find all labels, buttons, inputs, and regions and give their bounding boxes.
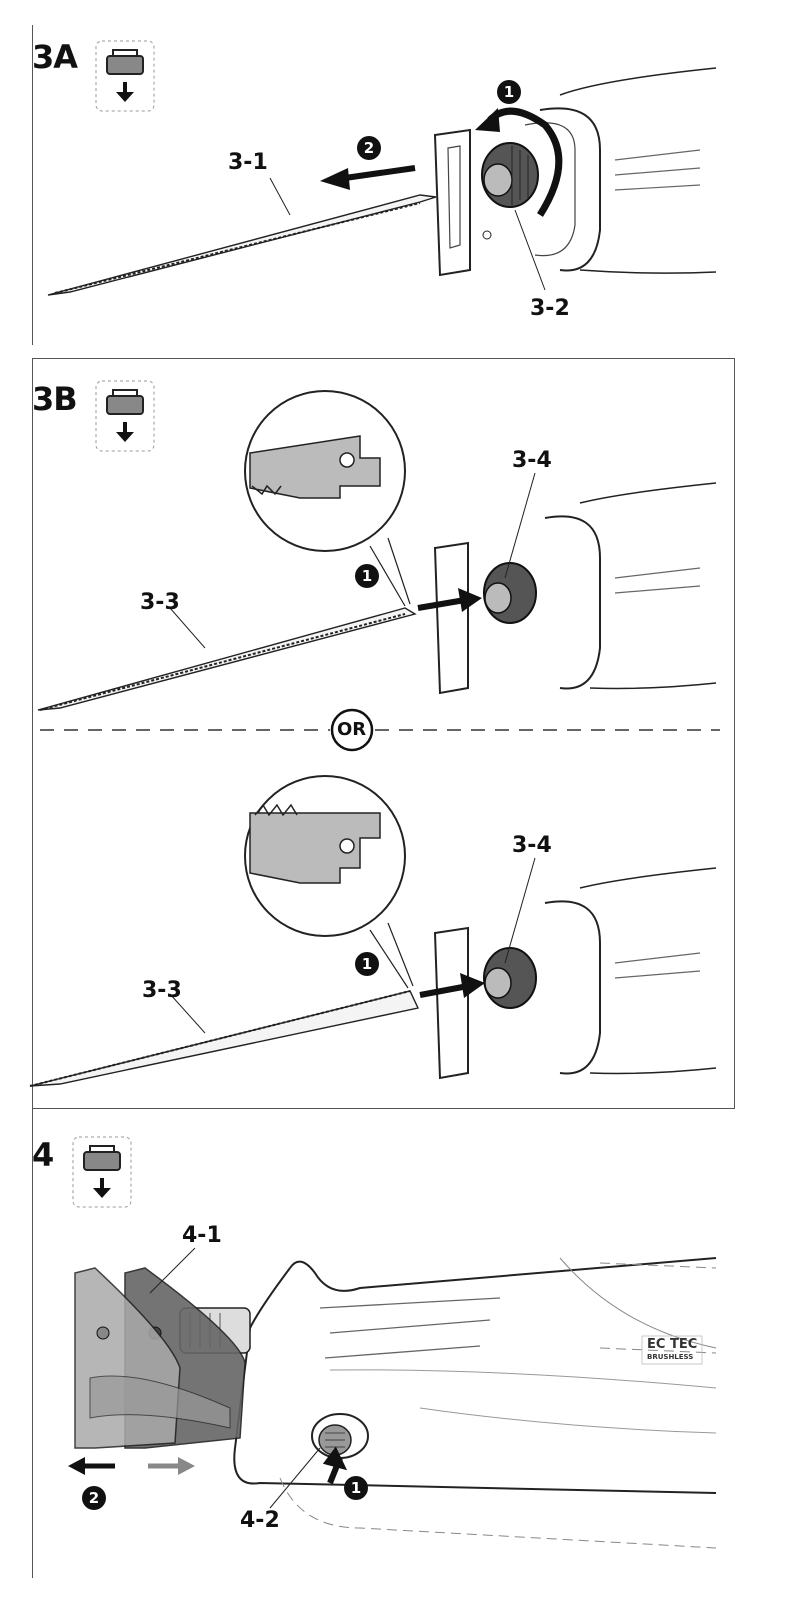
- divider-3a-3b: [32, 358, 734, 359]
- brand-badge-line-2: BRUSHLESS: [647, 1353, 694, 1361]
- blade-label: 3-1: [228, 150, 268, 175]
- release-button-label: 4-2: [240, 1508, 280, 1533]
- step-1-marker-lower: 1: [355, 952, 379, 976]
- section-label: 4: [32, 1136, 54, 1174]
- frame-line-3b: [32, 358, 33, 1108]
- brand-badge-line-1: EC TEC: [647, 1337, 698, 1352]
- chuck-label-lower: 3-4: [512, 833, 552, 858]
- step-1-marker: 1: [497, 80, 521, 104]
- frame-line-3a: [32, 25, 33, 345]
- blade-label-upper: 3-3: [140, 590, 180, 615]
- panel-3a: 3A 3-1: [0, 0, 786, 358]
- step-1-marker-upper: 1: [355, 564, 379, 588]
- shoe-label: 4-1: [182, 1223, 222, 1248]
- frame-line-4: [32, 1108, 33, 1578]
- blade-label-lower: 3-3: [142, 978, 182, 1003]
- battery-remove-icon: [72, 1136, 132, 1208]
- clamp-label: 3-2: [530, 296, 570, 321]
- chuck-label-upper: 3-4: [512, 448, 552, 473]
- battery-remove-icon: [95, 40, 155, 112]
- frame-right-3b: [734, 358, 735, 1109]
- saw-illustration-4: [68, 1247, 717, 1549]
- step-1-marker: 1: [344, 1476, 368, 1500]
- saw-illustration-3b: [29, 390, 720, 1087]
- or-separator: OR: [337, 719, 367, 740]
- step-2-marker: 2: [357, 136, 381, 160]
- section-label: 3B: [32, 380, 78, 418]
- battery-remove-icon: [95, 380, 155, 452]
- panel-3b: 3B: [0, 358, 786, 1108]
- divider-3b-4: [32, 1108, 734, 1109]
- section-label: 3A: [32, 38, 78, 76]
- step-2-marker: 2: [82, 1486, 106, 1510]
- saw-illustration-3a: [47, 67, 717, 296]
- panel-4: 4: [0, 1108, 786, 1600]
